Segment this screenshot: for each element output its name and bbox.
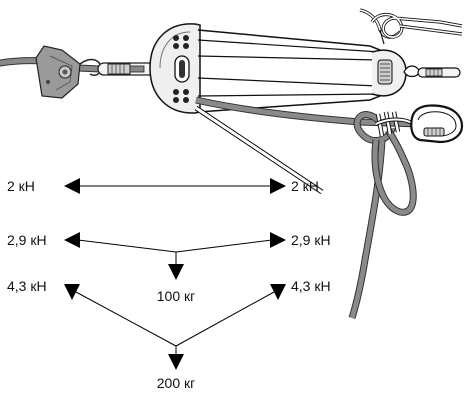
- sling-icon: [197, 29, 407, 113]
- grey-rope: [195, 96, 421, 320]
- figure-eight-knot-icon: [359, 8, 463, 45]
- left-screw-link-icon: [97, 62, 157, 76]
- down-arrowhead-icon: [168, 264, 184, 280]
- load-label: 200 кг: [157, 375, 195, 391]
- right-arrowhead-icon: [270, 178, 286, 194]
- triangle-plate-icon: [149, 23, 201, 114]
- force-label-left: 2,9 кН: [7, 232, 47, 248]
- force-row-shallow: 2,9 кН 2,9 кН 100 кг: [7, 232, 331, 304]
- right-arrowhead-icon: [270, 232, 286, 248]
- force-label-right: 4,3 кН: [291, 278, 331, 294]
- right-screw-link-icon: [403, 65, 461, 78]
- right-arrowhead-icon: [270, 284, 286, 300]
- force-diagram: 2 кН 2 кН 2,9 кН 2,9 кН 100 кг 4,3 кН 4,…: [7, 178, 331, 391]
- force-label-right: 2,9 кН: [291, 232, 331, 248]
- rigging-illustration: [0, 8, 464, 320]
- left-arrowhead-icon: [64, 178, 80, 194]
- force-label-right: 2 кН: [291, 178, 319, 194]
- carabiner-icon: [410, 104, 464, 144]
- left-arrowhead-icon: [64, 232, 80, 248]
- left-arrowhead-icon: [64, 284, 80, 300]
- rope-clamp-icon: [35, 45, 102, 99]
- force-row-deep: 4,3 кН 4,3 кН 200 кг: [7, 278, 331, 391]
- force-label-left: 4,3 кН: [7, 278, 47, 294]
- force-label-left: 2 кН: [7, 178, 35, 194]
- thin-rope: [194, 105, 324, 195]
- load-label: 100 кг: [157, 288, 195, 304]
- down-arrowhead-icon: [168, 354, 184, 370]
- force-row-straight: 2 кН 2 кН: [7, 178, 319, 194]
